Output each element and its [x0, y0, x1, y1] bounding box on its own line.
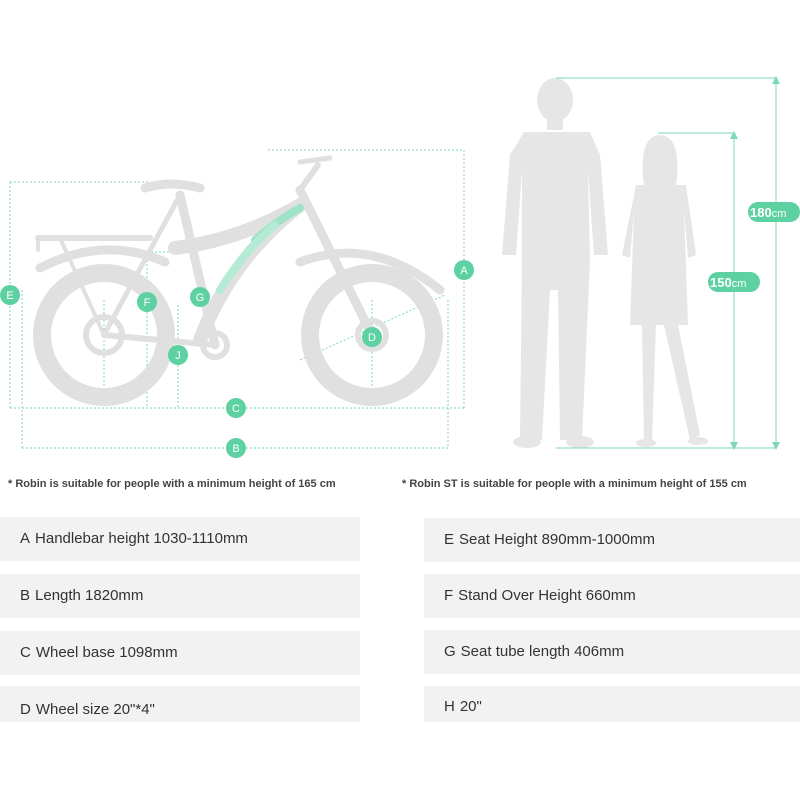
woman-height-unit: cm — [732, 278, 747, 290]
marker-e-label: E — [6, 290, 13, 302]
spec-text: Seat Height 890mm-1000mm — [459, 531, 655, 548]
marker-j: J — [168, 345, 188, 365]
svg-text:150cm: 150cm — [710, 275, 746, 290]
woman-height-label: 150cm — [708, 272, 760, 292]
marker-d: D — [362, 327, 382, 347]
marker-c: C — [226, 398, 246, 418]
spec-key: H — [444, 698, 455, 715]
spec-key: A — [20, 530, 31, 547]
man-height-label: 180cm — [748, 202, 800, 222]
spec-key: E — [444, 531, 455, 548]
spec-text: Handlebar height 1030-1110mm — [35, 530, 248, 547]
man-height-unit: cm — [772, 208, 787, 220]
marker-a: A — [454, 260, 474, 280]
marker-c-label: C — [232, 403, 240, 415]
woman-silhouette — [622, 135, 708, 447]
man-height-value: 180 — [750, 205, 772, 220]
woman-height-value: 150 — [710, 275, 732, 290]
marker-d-label: D — [368, 332, 376, 344]
spec-text: Wheel size 20"*4" — [35, 701, 155, 718]
marker-g: G — [190, 287, 210, 307]
spec-text: 20" — [459, 698, 482, 715]
spec-text: Wheel base 1098mm — [35, 644, 178, 661]
marker-f-label: F — [144, 297, 151, 309]
marker-b-label: B — [232, 443, 239, 455]
spec-key: G — [444, 643, 456, 660]
marker-f: F — [137, 292, 157, 312]
marker-g-label: G — [196, 292, 205, 304]
bike-size-diagram: 180cm 150cm A B C D E F G J — [0, 76, 800, 458]
marker-e: E — [0, 285, 20, 305]
svg-text:180cm: 180cm — [750, 205, 786, 220]
spec-key: C — [20, 644, 31, 661]
spec-text: Seat tube length 406mm — [460, 643, 625, 660]
spec-text: Stand Over Height 660mm — [458, 587, 636, 604]
height-arrowheads — [730, 76, 780, 450]
battery-accent-lower — [216, 221, 279, 294]
spec-text: Length 1820mm — [35, 587, 144, 604]
marker-j-label: J — [175, 350, 181, 362]
spec-key: D — [20, 701, 31, 718]
spec-key: B — [20, 587, 31, 604]
man-silhouette — [502, 78, 608, 448]
marker-b: B — [226, 438, 246, 458]
marker-a-label: A — [460, 265, 468, 277]
robin-st-height-note: * Robin ST is suitable for people with a… — [402, 478, 747, 490]
robin-height-note: * Robin is suitable for people with a mi… — [8, 478, 336, 490]
spec-key: F — [444, 587, 454, 604]
bike-silhouette — [33, 155, 445, 406]
